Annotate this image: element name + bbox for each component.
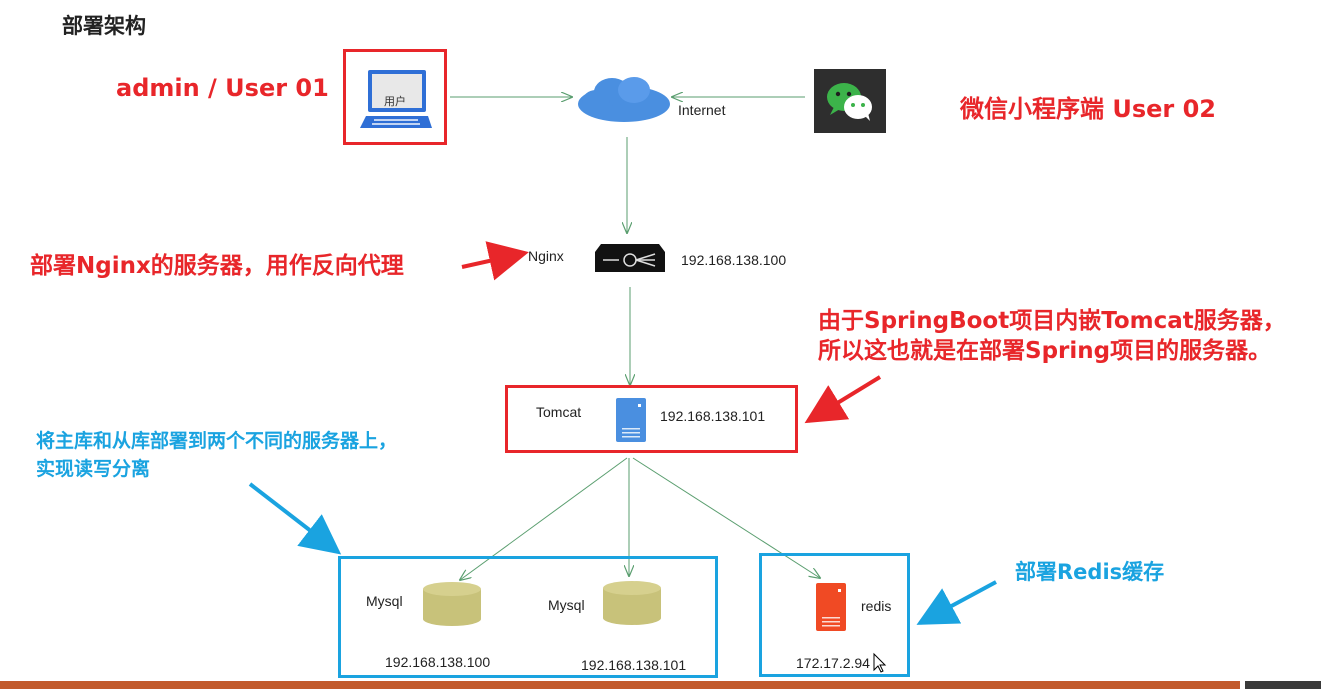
arrow-db-note xyxy=(248,482,342,555)
mysql1-ip: 192.168.138.100 xyxy=(385,654,491,670)
slide-bottom-corner xyxy=(1245,681,1321,689)
redis-label: redis xyxy=(861,598,892,614)
db-note-line1: 将主库和从库部署到两个不同的服务器上， xyxy=(36,430,398,452)
user01-label: admin / User 01 xyxy=(116,74,329,102)
user02-label: 微信小程序端 User 02 xyxy=(960,95,1216,123)
redis-ip: 172.17.2.94 xyxy=(796,655,870,671)
tomcat-box: Tomcat 192.168.138.101 xyxy=(505,385,798,453)
arrow-nginx-note xyxy=(461,241,529,281)
mysql-box: Mysql 192.168.138.100 Mysql 192.168.138.… xyxy=(338,556,718,678)
nginx-device-icon xyxy=(595,240,665,278)
mysql2-label: Mysql xyxy=(548,597,585,613)
slide-bottom-bar xyxy=(0,681,1240,689)
redis-icon xyxy=(816,583,846,635)
arrow-redis-note xyxy=(916,580,997,625)
database-icon xyxy=(603,581,661,629)
springboot-note-line1: 由于SpringBoot项目内嵌Tomcat服务器， xyxy=(818,308,1286,334)
arrow-springboot-note xyxy=(804,375,882,424)
database-icon xyxy=(423,582,481,630)
redis-box: redis 172.17.2.94 xyxy=(759,553,910,677)
link-tomcat-redis xyxy=(632,457,820,578)
nginx-ip: 192.168.138.100 xyxy=(681,252,787,268)
computer-icon xyxy=(360,68,432,136)
tomcat-ip: 192.168.138.101 xyxy=(660,408,766,424)
internet-label: Internet xyxy=(678,102,726,118)
tomcat-label: Tomcat xyxy=(536,404,582,420)
mysql2-ip: 192.168.138.101 xyxy=(581,657,687,673)
springboot-note-line2: 所以这也就是在部署Spring项目的服务器。 xyxy=(818,338,1272,364)
cloud-icon xyxy=(574,74,674,130)
page-title: 部署架构 xyxy=(62,14,146,38)
user-pc-label: 用户 xyxy=(384,96,406,108)
mysql1-label: Mysql xyxy=(366,593,403,609)
db-note: 将主库和从库部署到两个不同的服务器上， 实现读写分离 xyxy=(36,427,397,483)
server-icon xyxy=(616,398,646,446)
nginx-note: 部署Nginx的服务器，用作反向代理 xyxy=(30,253,404,279)
redis-note: 部署Redis缓存 xyxy=(1015,560,1165,584)
move-cursor-icon xyxy=(872,652,890,678)
springboot-note: 由于SpringBoot项目内嵌Tomcat服务器， 所以这也就是在部署Spri… xyxy=(818,306,1286,366)
nginx-label: Nginx xyxy=(528,248,564,264)
db-note-line2: 实现读写分离 xyxy=(36,458,151,480)
user-pc-box: 用户 xyxy=(343,49,447,145)
link-tomcat-mysql1 xyxy=(460,457,628,580)
wechat-icon xyxy=(814,69,886,133)
